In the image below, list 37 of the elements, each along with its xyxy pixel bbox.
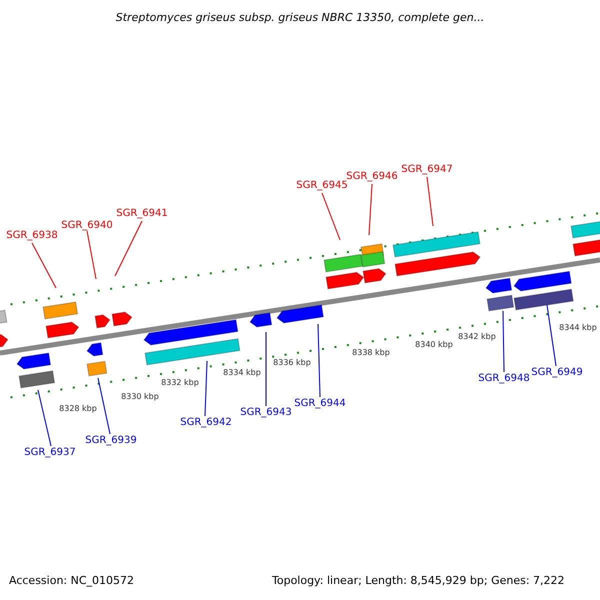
gene-label: SGR_6943 [240,407,292,419]
scale-label: 8340 kbp [415,339,453,351]
page-title: Streptomyces griseus subsp. griseus NBRC 13350, complete gen... [116,12,484,24]
leader-line [204,360,208,416]
scale-label: 8332 kbp [161,377,199,389]
gene-label: SGR_6937 [24,447,76,459]
gene-label: SGR_6946 [346,171,398,183]
genome-summary-text: Topology: linear; Length: 8,545,929 bp; Genes: 7,222 [272,575,565,587]
scale-label: 8334 kbp [223,367,261,379]
accession-text: Accession: NC_010572 [9,575,134,587]
scale-label: 8330 kbp [121,391,159,403]
leader-line [38,390,52,446]
scale-label: 8328 kbp [59,403,97,415]
gene-label: SGR_6945 [296,180,348,192]
leader-line [114,220,142,276]
gene-label: SGR_6947 [401,164,453,176]
scale-label: 8336 kbp [273,357,311,369]
scale-label: 8338 kbp [352,347,390,359]
scale-label: 8342 kbp [458,331,496,343]
leader-line [426,176,434,226]
leader-line [86,230,96,280]
gene-label: SGR_6948 [478,373,530,385]
gene-label: SGR_6938 [6,230,58,242]
gene-label: SGR_6949 [531,367,583,379]
leader-line [368,184,372,236]
leader-line [546,304,556,366]
leader-line [98,378,110,434]
leader-line [502,310,504,372]
scale-label: 8344 kbp [559,322,597,334]
gene-label: SGR_6939 [85,435,137,447]
leader-line [32,242,56,288]
gene-label: SGR_6944 [294,398,346,410]
leader-line [318,324,320,398]
gene-label: SGR_6942 [180,417,232,429]
leader-line [322,192,340,240]
gene-label: SGR_6940 [61,220,113,232]
gene-label: SGR_6941 [116,208,168,220]
